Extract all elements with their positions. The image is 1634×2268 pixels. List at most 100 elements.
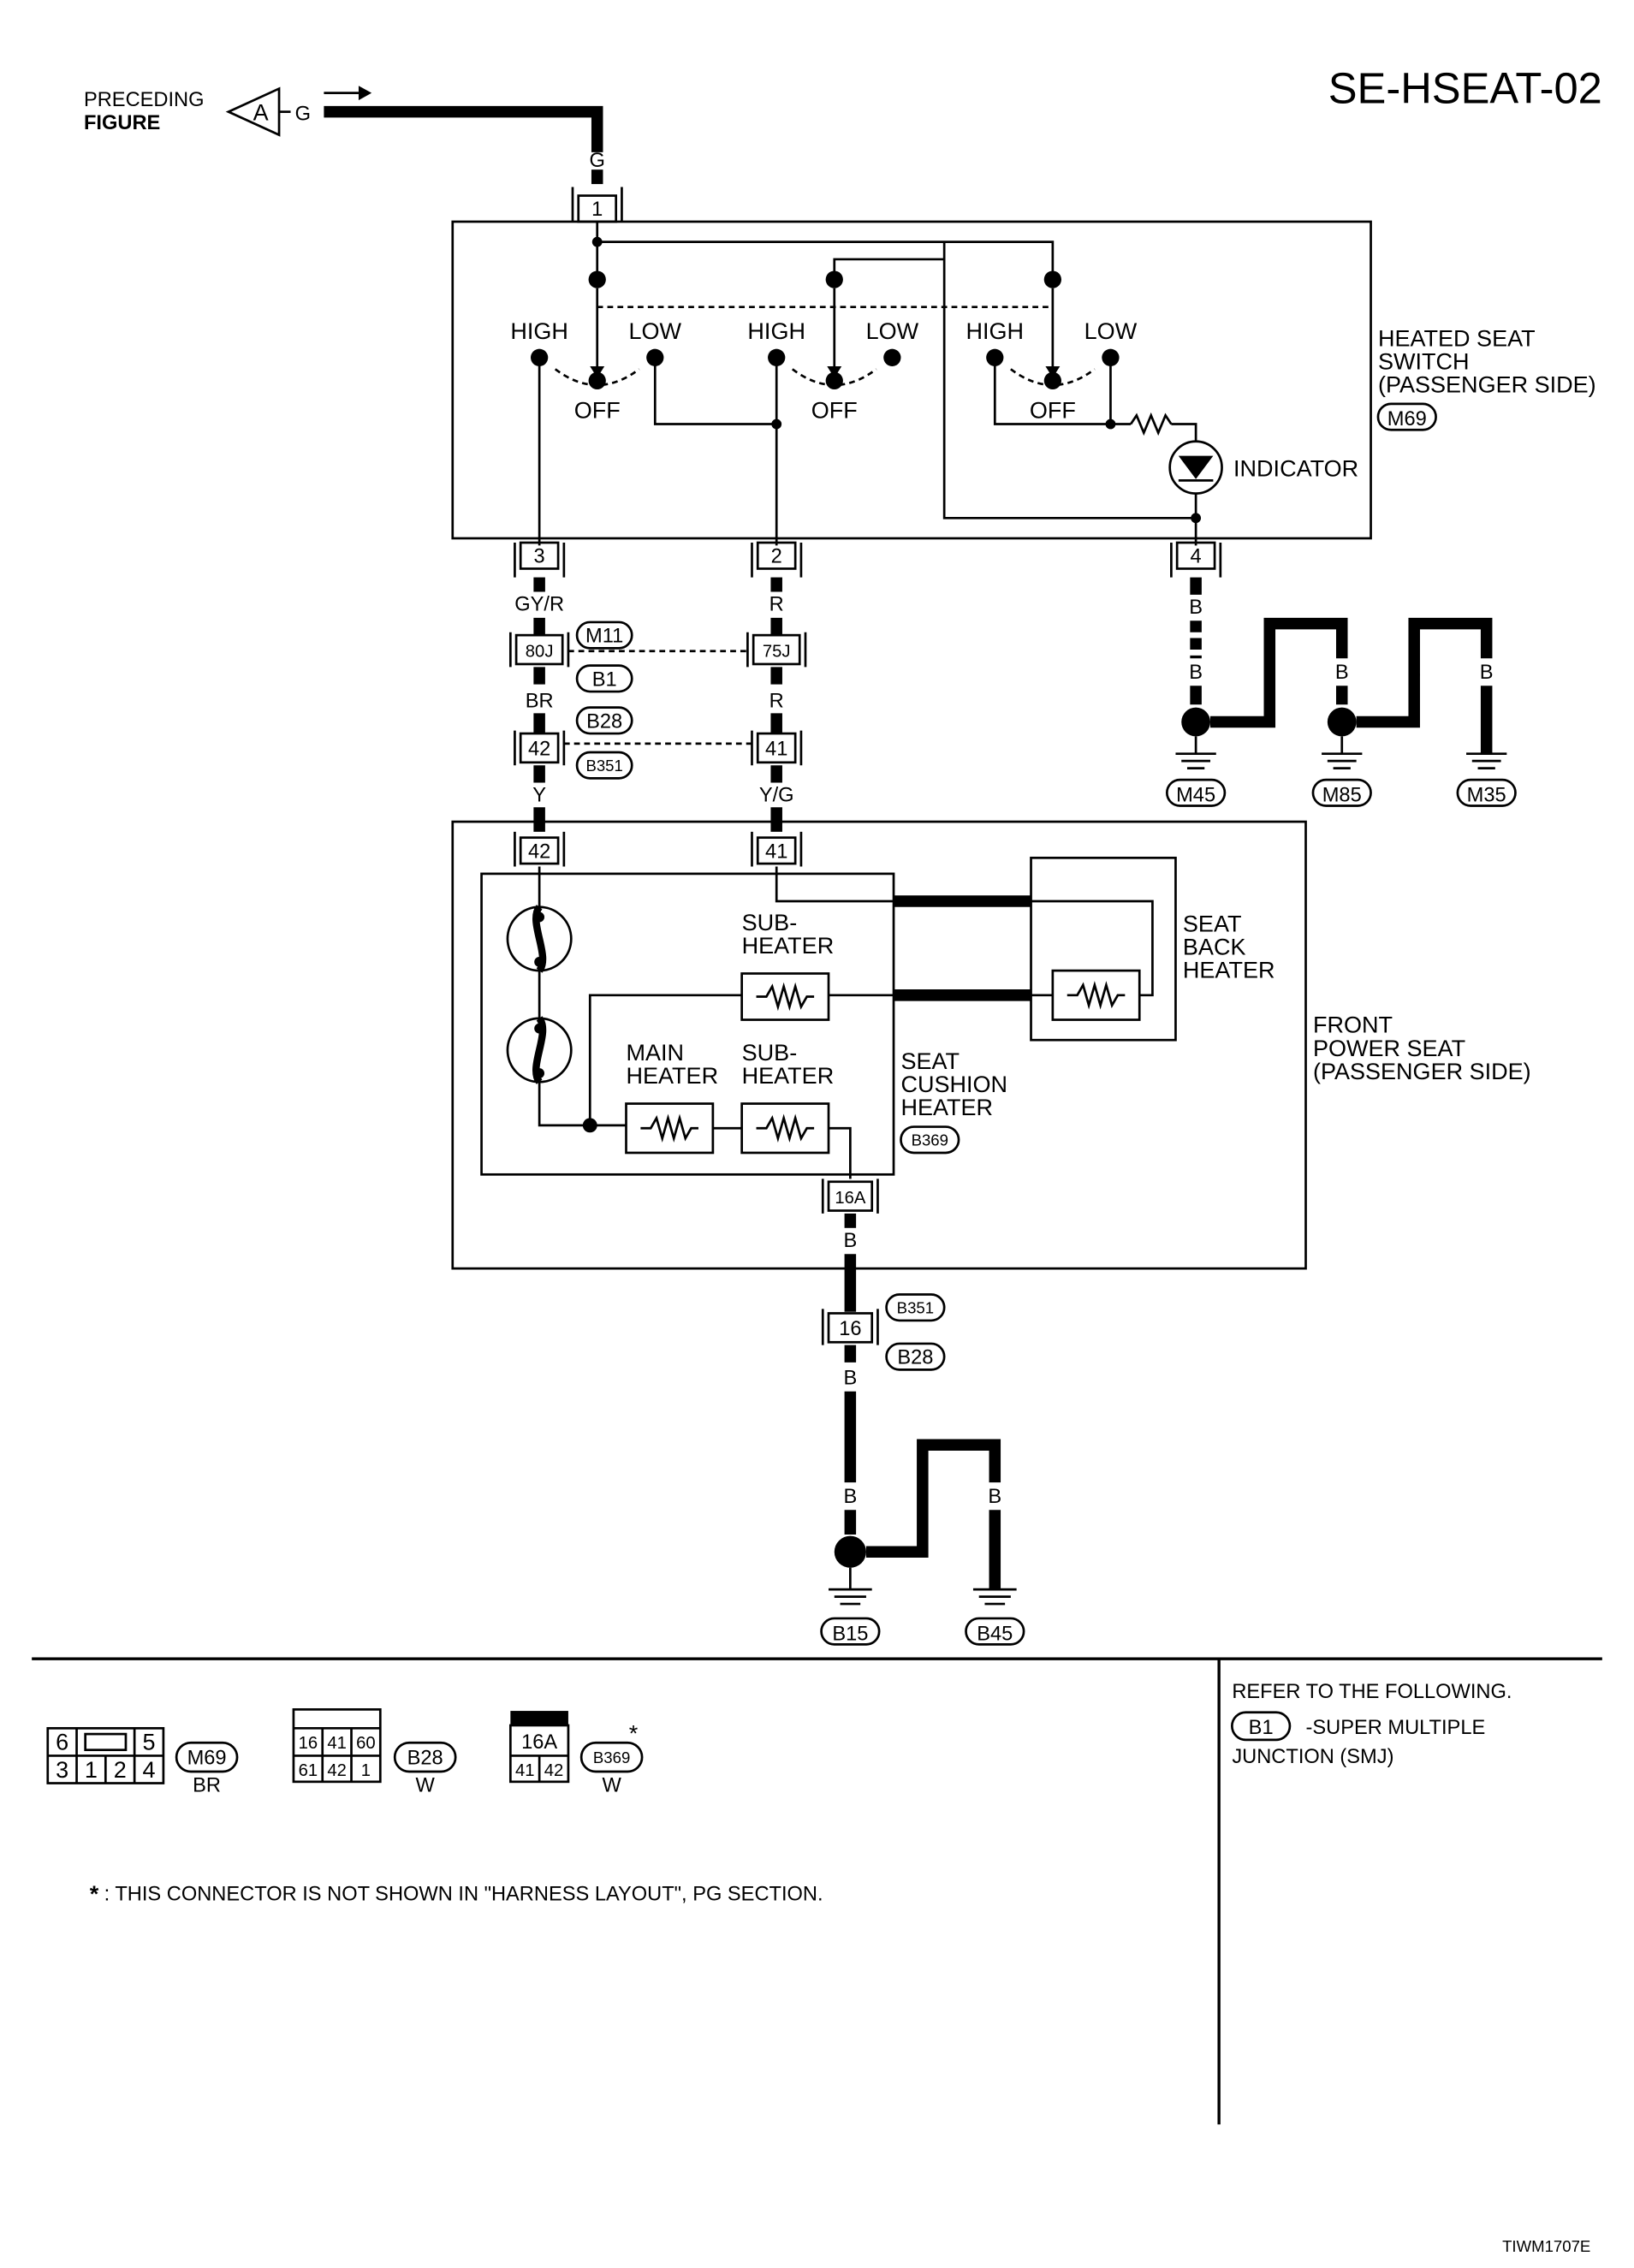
back-heater-1: SEAT bbox=[1183, 911, 1242, 936]
indicator-feed-wire bbox=[942, 241, 1197, 520]
pos-low-1: LOW bbox=[629, 318, 682, 344]
page-title: SE-HSEAT-02 bbox=[1328, 63, 1602, 112]
back-heater-3: HEATER bbox=[1183, 958, 1275, 983]
sub-heater-upper-1: SUB- bbox=[742, 910, 798, 935]
b28-legend-color: W bbox=[416, 1775, 436, 1797]
ground-tag-m45 bbox=[1165, 778, 1227, 807]
preceding-figure-marker: PRECEDING FIGURE A G bbox=[84, 86, 372, 137]
tag-b351 bbox=[575, 751, 633, 780]
b28-cell-61: 61 bbox=[299, 1761, 318, 1780]
sub-heater-lower-1: SUB- bbox=[742, 1040, 798, 1066]
refer-heading: REFER TO THE FOLLOWING. bbox=[1232, 1681, 1512, 1703]
ground-m45-label: M45 bbox=[1176, 784, 1215, 806]
pos-high-1: HIGH bbox=[510, 318, 568, 344]
thermostat-2 bbox=[506, 1016, 573, 1084]
figure-code: TIWM1707E bbox=[1502, 2237, 1590, 2255]
ground-icon-b15 bbox=[829, 1588, 872, 1606]
tag-m11-label: M11 bbox=[585, 626, 623, 648]
refer-desc-2: JUNCTION (SMJ) bbox=[1232, 1746, 1393, 1768]
b28-cell-16: 16 bbox=[299, 1734, 318, 1753]
seat-terminal-41: 41 bbox=[751, 831, 803, 867]
b369-star: * bbox=[629, 1721, 639, 1747]
ground-tag-b15 bbox=[820, 1617, 881, 1646]
seat-label-3: (PASSENGER SIDE) bbox=[1313, 1059, 1531, 1084]
legend-connector-m69: 6 5 3 1 2 4 M69 BR bbox=[46, 1726, 239, 1797]
sub-heater-lower-2: HEATER bbox=[742, 1063, 835, 1089]
b28-cell-42: 42 bbox=[327, 1761, 347, 1780]
connector-42-upper: 42 bbox=[514, 730, 566, 766]
m69-cell-5: 5 bbox=[142, 1730, 155, 1755]
b28-cell-1: 1 bbox=[361, 1761, 371, 1780]
wire-label-t1: G bbox=[590, 150, 605, 172]
tag-m11 bbox=[575, 620, 633, 650]
seat-label-1: FRONT bbox=[1313, 1012, 1393, 1038]
switch-label-2: SWITCH bbox=[1378, 348, 1470, 374]
cushion-heater-2: CUSHION bbox=[900, 1072, 1007, 1097]
b28-cell-41: 41 bbox=[327, 1734, 347, 1753]
joint-75j-label: 75J bbox=[763, 643, 791, 662]
joint-connector-80j: 80J bbox=[508, 632, 570, 668]
ground-b15-label: B15 bbox=[832, 1623, 868, 1645]
preceding-connector-id: A bbox=[253, 100, 269, 126]
wire-label-below16: B bbox=[843, 1367, 857, 1389]
seat-label: FRONT POWER SEAT (PASSENGER SIDE) bbox=[1313, 1012, 1531, 1084]
seat-back-heater-label: SEAT BACK HEATER bbox=[1183, 911, 1275, 983]
switch-connector-id: M69 bbox=[1387, 408, 1427, 430]
refer-tag-b1 bbox=[1231, 1711, 1292, 1742]
seat-label-2: POWER SEAT bbox=[1313, 1036, 1465, 1061]
tag-b28-lower bbox=[885, 1342, 946, 1371]
m69-legend-id: M69 bbox=[187, 1748, 227, 1770]
wire-label-gnd-2: B bbox=[1263, 662, 1276, 684]
seat-terminal-42: 42 bbox=[514, 831, 566, 867]
terminal-4-label: 4 bbox=[1191, 546, 1202, 568]
footnote-text: : THIS CONNECTOR IS NOT SHOWN IN "HARNES… bbox=[104, 1883, 823, 1905]
m69-cell-6: 6 bbox=[56, 1730, 68, 1755]
sub-heater-lower bbox=[740, 1102, 830, 1155]
wire-label-low3: Y bbox=[532, 784, 546, 806]
wire-label-low2: Y/G bbox=[759, 784, 794, 806]
front-power-seat-box bbox=[451, 820, 1307, 1270]
main-heater-2: HEATER bbox=[627, 1063, 719, 1089]
tag-b28-lower-label: B28 bbox=[897, 1347, 933, 1369]
tag-b351-label: B351 bbox=[585, 757, 622, 775]
m69-cell-1: 1 bbox=[85, 1757, 98, 1783]
pos-off-2: OFF bbox=[811, 398, 858, 424]
wire-label-t3: GY/R bbox=[514, 593, 564, 615]
wire-label-gnd-1: B bbox=[1189, 662, 1203, 684]
b369-legend-color: W bbox=[602, 1775, 621, 1797]
ground-tag-b45 bbox=[965, 1617, 1025, 1646]
sub-heater-upper bbox=[740, 972, 830, 1021]
refer-tag-b1-label: B1 bbox=[1249, 1717, 1274, 1739]
sub-heater-upper-2: HEATER bbox=[742, 933, 835, 959]
preceding-label-2: FIGURE bbox=[84, 112, 160, 134]
switch-pole-2: HIGH LOW OFF bbox=[747, 288, 919, 424]
wire-label-gnd-5: B bbox=[1480, 662, 1494, 684]
switch-label: HEATED SEAT SWITCH (PASSENGER SIDE) M69 bbox=[1376, 325, 1596, 431]
b369-cell-41: 41 bbox=[515, 1761, 535, 1780]
m69-cell-4: 4 bbox=[142, 1757, 155, 1783]
arrow-right-icon bbox=[358, 86, 372, 101]
pos-low-2: LOW bbox=[866, 318, 919, 344]
main-heater bbox=[625, 1102, 715, 1155]
tag-b351-lower bbox=[885, 1293, 946, 1322]
back-heater-2: BACK bbox=[1183, 935, 1246, 960]
heated-seat-switch-box bbox=[451, 220, 1372, 540]
preceding-label-1: PRECEDING bbox=[84, 89, 205, 111]
pos-off-1: OFF bbox=[574, 398, 621, 424]
indicator-lamp bbox=[1168, 440, 1223, 495]
terminal-2-label: 2 bbox=[771, 546, 782, 568]
tag-b1-label: B1 bbox=[592, 668, 617, 691]
ground-icon-m35 bbox=[1466, 752, 1507, 769]
wire-label-mid3: BR bbox=[526, 691, 554, 713]
cushion-heater-1: SEAT bbox=[900, 1048, 960, 1074]
switch-internal-bus bbox=[597, 240, 1055, 280]
pos-high-2: HIGH bbox=[747, 318, 805, 344]
switch-terminal-1: 1 bbox=[571, 187, 623, 223]
b369-legend-id: B369 bbox=[593, 1748, 630, 1766]
wire-label-mid2: R bbox=[769, 691, 784, 713]
wire-label-t4: B bbox=[1189, 597, 1203, 619]
cushion-connector-id: B369 bbox=[912, 1131, 948, 1149]
preceding-wire-color: G bbox=[295, 104, 311, 126]
switch-label-1: HEATED SEAT bbox=[1378, 325, 1536, 351]
seat-terminal-41-label: 41 bbox=[765, 840, 787, 863]
